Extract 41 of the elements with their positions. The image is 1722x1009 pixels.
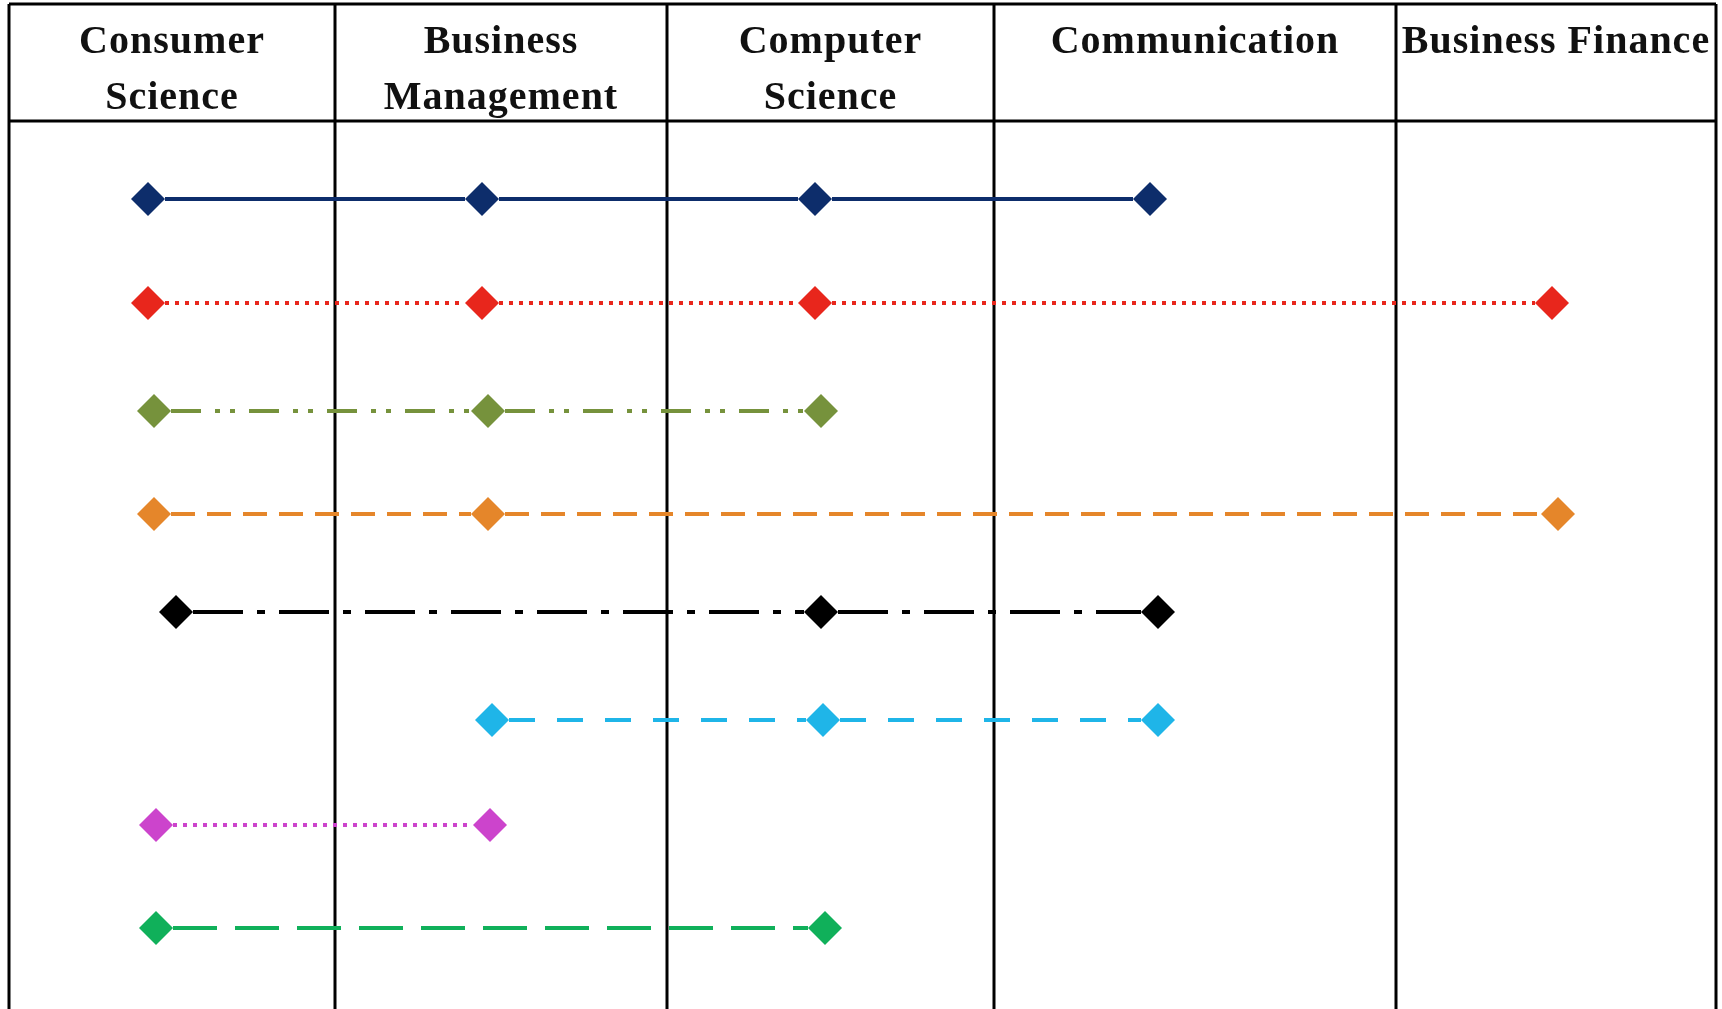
- connector-line: [171, 512, 471, 516]
- diamond-marker: [1541, 497, 1575, 531]
- diamond-marker: [471, 497, 505, 531]
- diamond-marker: [131, 182, 165, 216]
- diamond-marker: [798, 182, 832, 216]
- diamond-marker: [806, 703, 840, 737]
- diamond-marker: [465, 182, 499, 216]
- diamond-marker: [139, 911, 173, 945]
- connector-line: [832, 301, 1535, 305]
- column-header: Business Management: [335, 12, 667, 124]
- connector-line: [499, 197, 798, 201]
- diamond-marker: [471, 394, 505, 428]
- diamond-marker: [1141, 595, 1175, 629]
- diamond-marker: [1535, 286, 1569, 320]
- diamond-marker: [798, 286, 832, 320]
- connector-line: [509, 718, 806, 722]
- column-header: Consumer Science: [9, 12, 335, 124]
- diamond-marker: [131, 286, 165, 320]
- column-header: Communication: [994, 12, 1396, 68]
- diamond-marker: [475, 703, 509, 737]
- diamond-marker: [1141, 703, 1175, 737]
- diamond-marker: [804, 595, 838, 629]
- connector-line: [840, 718, 1141, 722]
- diamond-marker: [804, 394, 838, 428]
- diamond-marker: [1133, 182, 1167, 216]
- diamond-marker: [465, 286, 499, 320]
- diamond-marker: [137, 497, 171, 531]
- connector-line: [193, 610, 804, 614]
- connector-line: [832, 197, 1133, 201]
- diamond-marker: [139, 808, 173, 842]
- diamond-marker: [808, 911, 842, 945]
- connector-line: [171, 409, 471, 413]
- connector-line: [165, 197, 465, 201]
- connector-line: [505, 409, 804, 413]
- diamond-marker: [137, 394, 171, 428]
- connector-line: [173, 926, 808, 930]
- diamond-marker: [159, 595, 193, 629]
- column-header: Business Finance: [1396, 12, 1716, 68]
- connector-line: [838, 610, 1141, 614]
- column-header: Computer Science: [667, 12, 994, 124]
- diamond-marker: [473, 808, 507, 842]
